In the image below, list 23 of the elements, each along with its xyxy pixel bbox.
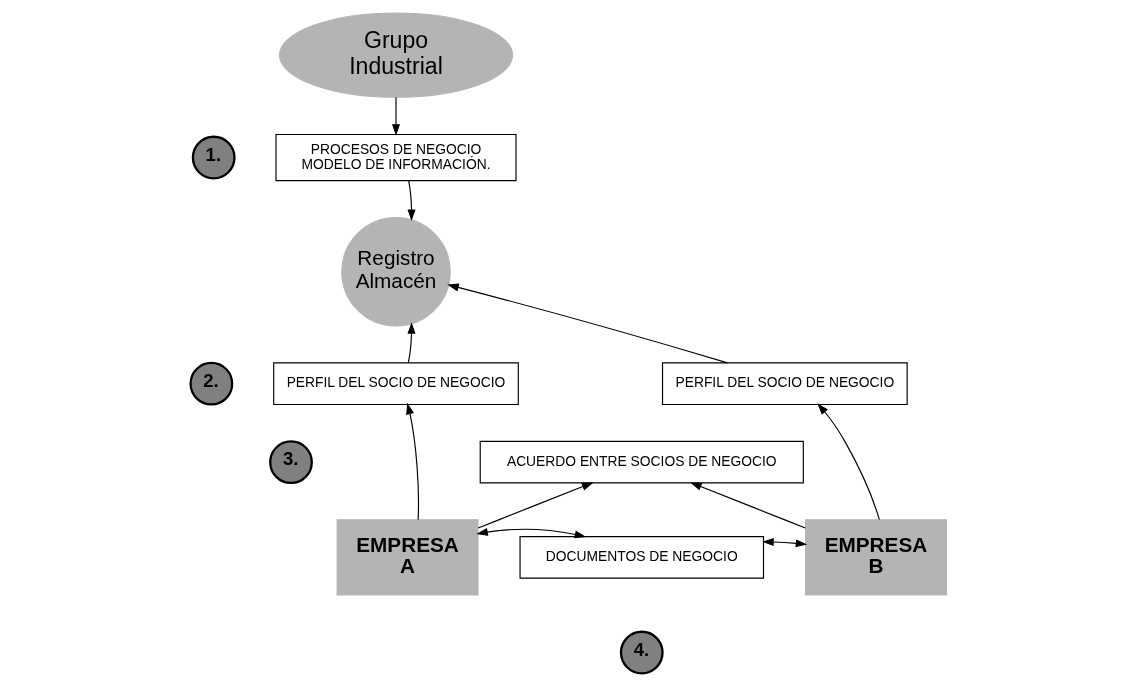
node-circle: 3. [268, 440, 313, 485]
arrow [405, 402, 419, 521]
arrow [407, 180, 416, 222]
node-box: PERFIL DEL SOCIO DE NEGOCIO [272, 362, 519, 406]
arrow [475, 528, 586, 539]
arrow [689, 482, 806, 529]
node-box: PROCESOS DE NEGOCIO MODELO DE INFORMACIÓN. [274, 133, 517, 182]
arrow [446, 283, 728, 364]
node-box: ACUERDO ENTRE SOCIOS DE NEGOCIO [479, 440, 804, 484]
arrow [761, 537, 807, 548]
node-circle: 1. [191, 135, 236, 180]
arrow [406, 322, 416, 364]
node-box: PERFIL DEL SOCIO DE NEGOCIO [661, 362, 908, 406]
node-circle: 4. [619, 630, 664, 675]
node-circle: Registro Almacén [340, 216, 451, 327]
node-box: EMPRESA B [804, 519, 947, 596]
arrow [477, 482, 593, 529]
node-ellipse: Grupo Industrial [278, 12, 513, 98]
node-box: EMPRESA A [336, 519, 478, 596]
node-circle: 2. [188, 361, 233, 406]
node-box: DOCUMENTOS DE NEGOCIO [518, 536, 764, 579]
arrow [816, 403, 880, 521]
arrow [391, 97, 400, 136]
